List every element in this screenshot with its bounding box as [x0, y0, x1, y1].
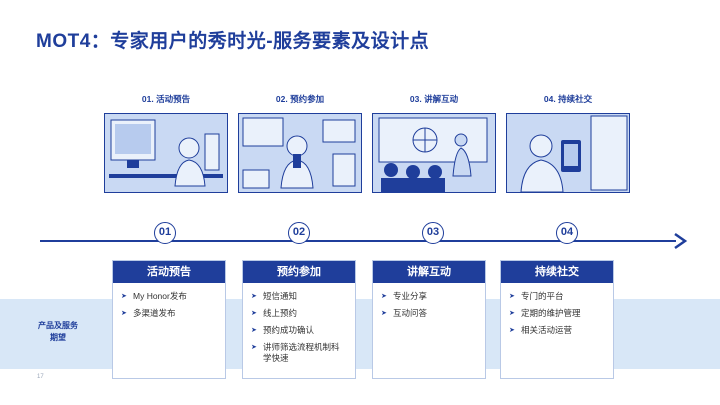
- list-item: 多渠道发布: [121, 308, 221, 319]
- list-item: 讲师筛选流程机制科学快速: [251, 342, 343, 364]
- stage-number-badge: 01: [154, 222, 176, 244]
- card-title: 持续社交: [501, 261, 613, 283]
- stage-card-1: 活动预告 My Honor发布 多渠道发布: [112, 260, 226, 379]
- stage-illustration: [506, 113, 630, 193]
- stage-caption: 02. 预约参加: [275, 94, 325, 104]
- list-item: 定期的维护管理: [509, 308, 609, 319]
- list-item: 短信通知: [251, 291, 351, 302]
- timeline-line: [40, 240, 676, 242]
- stage-number-badge: 03: [422, 222, 444, 244]
- card-title: 活动预告: [113, 261, 225, 283]
- list-item: 预约成功确认: [251, 325, 351, 336]
- stage-card-4: 持续社交 专门的平台 定期的维护管理 相关活动运营: [500, 260, 614, 379]
- list-item: 专业分享: [381, 291, 481, 302]
- list-item: 线上预约: [251, 308, 351, 319]
- band-label: 产品及服务期望: [38, 321, 78, 342]
- card-title: 讲解互动: [373, 261, 485, 283]
- stage-caption: 01. 活动预告: [141, 94, 191, 104]
- stage-card-2: 预约参加 短信通知 线上预约 预约成功确认 讲师筛选流程机制科学快速: [242, 260, 356, 379]
- stage-illustration: [238, 113, 362, 193]
- stage-number-badge: 02: [288, 222, 310, 244]
- page-title: MOT4：专家用户的秀时光-服务要素及设计点: [36, 31, 430, 52]
- card-list: 短信通知 线上预约 预约成功确认 讲师筛选流程机制科学快速: [243, 291, 355, 364]
- card-list: My Honor发布 多渠道发布: [113, 291, 225, 319]
- timeline-arrow-icon: [674, 232, 688, 250]
- list-item: My Honor发布: [121, 291, 221, 302]
- stage-number-badge: 04: [556, 222, 578, 244]
- card-title: 预约参加: [243, 261, 355, 283]
- page-number: 17: [37, 374, 44, 380]
- card-list: 专门的平台 定期的维护管理 相关活动运营: [501, 291, 613, 336]
- list-item: 互动问答: [381, 308, 481, 319]
- card-list: 专业分享 互动问答: [373, 291, 485, 319]
- list-item: 专门的平台: [509, 291, 609, 302]
- stage-caption: 03. 讲解互动: [409, 94, 459, 104]
- stage-illustration: [372, 113, 496, 193]
- stage-caption: 04. 持续社交: [543, 94, 593, 104]
- list-item: 相关活动运营: [509, 325, 609, 336]
- stage-card-3: 讲解互动 专业分享 互动问答: [372, 260, 486, 379]
- stage-illustration: [104, 113, 228, 193]
